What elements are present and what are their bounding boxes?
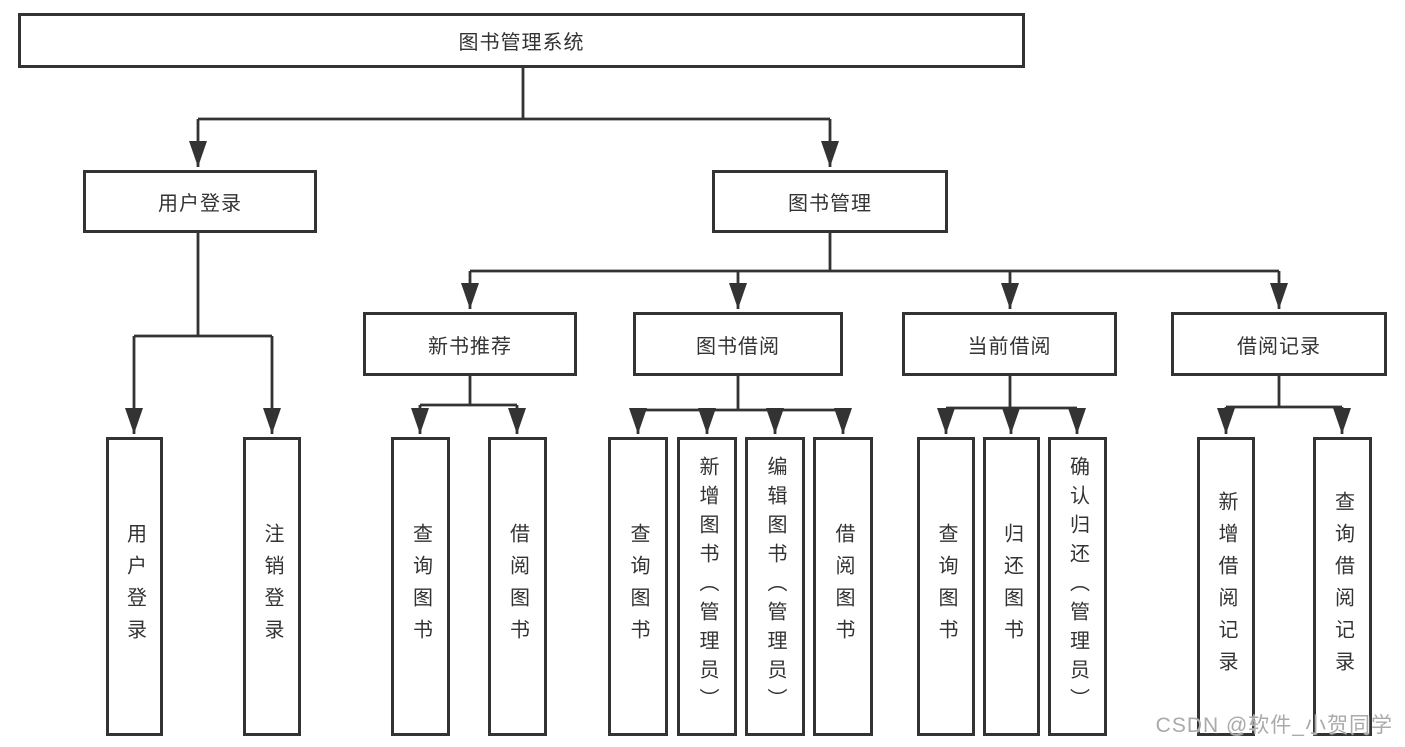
node-borrowing-records: 借阅记录: [1171, 312, 1387, 376]
leaf-query-borrowing-record: 查询借阅记录: [1313, 437, 1372, 736]
node-label: 新书推荐: [428, 335, 512, 358]
edge-book-borrowing-children: [629, 376, 852, 434]
edge-new-book-recommendation-children: [411, 376, 526, 434]
node-label: 借阅图书: [506, 522, 529, 651]
leaf-query-books-recommend: 查询图书: [391, 437, 450, 736]
leaf-borrow-books-recommend: 借阅图书: [488, 437, 547, 736]
node-current-borrowing: 当前借阅: [902, 312, 1117, 376]
node-book-management: 图书管理: [712, 170, 948, 233]
leaf-add-books-admin: 新增图书（管理员）: [677, 437, 737, 736]
edge-root-to-level2: [189, 68, 839, 167]
node-label: 注销登录: [261, 522, 283, 651]
node-new-book-recommendation: 新书推荐: [363, 312, 577, 376]
node-label: 图书借阅: [696, 335, 780, 358]
node-label: 图书管理: [788, 193, 872, 215]
node-book-borrowing: 图书借阅: [633, 312, 843, 376]
edge-book-management-children: [461, 233, 1288, 309]
node-label: 查询图书: [935, 522, 957, 651]
leaf-logout: 注销登录: [243, 437, 301, 736]
node-label: 图书管理系统: [458, 32, 585, 54]
edge-borrowing-records-children: [1217, 376, 1351, 434]
node-label: 新增图书（管理员）: [696, 456, 718, 717]
node-label: 借阅图书: [832, 522, 854, 651]
leaf-return-books: 归还图书: [983, 437, 1040, 736]
leaf-confirm-return-admin: 确认归还（管理员）: [1048, 437, 1107, 736]
leaf-user-login: 用户登录: [106, 437, 163, 736]
node-label: 确认归还（管理员）: [1066, 456, 1089, 717]
node-label: 新增借阅记录: [1215, 490, 1237, 683]
node-user-login: 用户登录: [83, 170, 317, 233]
csdn-watermark: CSDN @软件_小贺同学: [1155, 714, 1393, 737]
leaf-query-books-borrowing: 查询图书: [608, 437, 668, 736]
node-label: 用户登录: [158, 193, 242, 215]
node-label: 查询图书: [627, 522, 649, 651]
node-label: 借阅记录: [1237, 335, 1321, 358]
leaf-edit-books-admin: 编辑图书（管理员）: [745, 437, 805, 736]
edge-user-login-children: [125, 233, 281, 434]
node-label: 查询图书: [409, 522, 432, 651]
leaf-add-borrowing-record: 新增借阅记录: [1197, 437, 1255, 736]
leaf-borrow-books-borrowing: 借阅图书: [813, 437, 873, 736]
node-label: 当前借阅: [967, 335, 1052, 358]
node-label: 用户登录: [123, 522, 146, 651]
node-label: 归还图书: [1000, 522, 1023, 651]
leaf-query-books-current: 查询图书: [917, 437, 975, 736]
node-label: 查询借阅记录: [1331, 490, 1354, 683]
edge-current-borrowing-children: [937, 376, 1086, 434]
node-library-management-system: 图书管理系统: [18, 13, 1025, 68]
node-label: 编辑图书（管理员）: [764, 456, 786, 717]
